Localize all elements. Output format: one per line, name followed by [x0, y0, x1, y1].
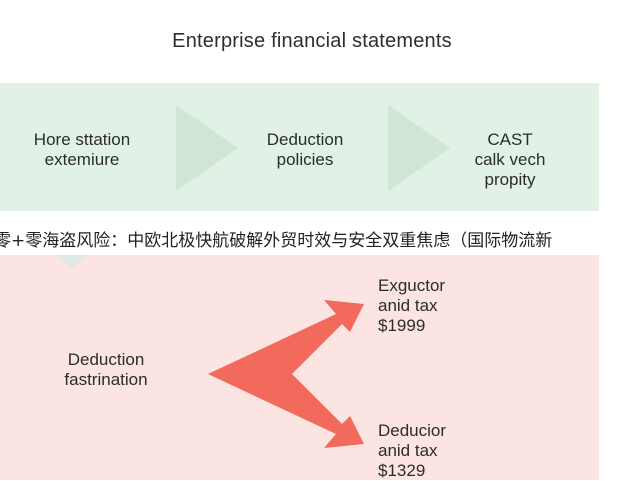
target-node-2-line-1: Deducior: [378, 421, 447, 440]
diagram-title: Enterprise financial statements: [172, 30, 452, 52]
step-box-3-line-2: calk vech: [474, 150, 546, 169]
process-band-top: [0, 83, 599, 211]
target-node-2-amount: $1329: [378, 461, 426, 480]
step-box-3: CAST calk vech propity: [440, 130, 580, 190]
step-box-3-line-1: CAST: [487, 130, 533, 149]
target-node-1-line-1: Exguctor: [378, 276, 446, 295]
target-node-1: Exguctor anid tax $1999: [378, 276, 445, 336]
split-arrows: [208, 300, 364, 448]
news-ticker-text: 零+零海盗风险：中欧北极快航破解外贸时效与安全双重焦虑（国际物流新: [0, 231, 553, 251]
step-box-1-line-2: extemiure: [44, 150, 120, 169]
source-node-line-2: fastrination: [64, 370, 148, 389]
source-node-line-1: Deduction: [67, 350, 145, 369]
step-box-2-line-2: policies: [276, 150, 334, 169]
news-ticker: 零+零海盗风险：中欧北极快航破解外贸时效与安全双重焦虑（国际物流新: [0, 228, 640, 255]
target-node-1-amount: $1999: [378, 316, 426, 335]
step-box-1: Hore sttation extemiure: [2, 130, 162, 170]
target-node-2: Deducior anid tax $1329: [378, 421, 446, 481]
step-box-3-line-3: propity: [484, 170, 536, 189]
source-node: Deduction fastrination: [36, 350, 176, 390]
step-box-1-line-1: Hore sttation: [33, 130, 131, 149]
split-arrow-shape: [208, 300, 364, 448]
chevron-arrow-2: [388, 105, 450, 191]
target-node-1-line-2: anid tax: [378, 296, 438, 315]
chevron-arrow-1: [176, 105, 238, 191]
target-node-2-line-2: anid tax: [378, 441, 438, 460]
step-box-2: Deduction policies: [226, 130, 384, 170]
step-box-2-line-1: Deduction: [266, 130, 344, 149]
